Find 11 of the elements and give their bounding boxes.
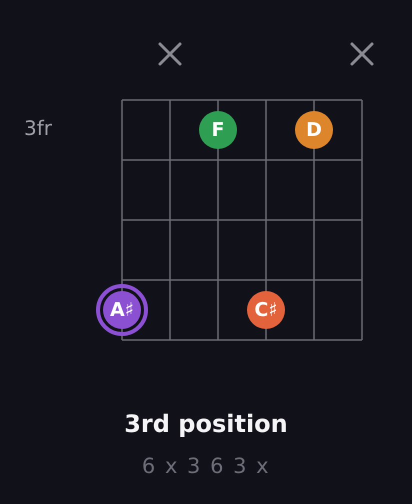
- note-name: F: [212, 120, 224, 140]
- fingering-caption: 6 x 3 6 3 x: [142, 454, 270, 478]
- note-name: A♯: [110, 300, 134, 320]
- note-name: D: [306, 120, 322, 140]
- finger-dot: [247, 291, 285, 329]
- chord-title: 3rd position: [124, 410, 288, 438]
- finger-dot: [199, 111, 237, 149]
- finger-dot: [295, 111, 333, 149]
- fret-number: 3fr: [24, 118, 52, 138]
- note-name: C♯: [254, 300, 278, 320]
- root-note-dot: [96, 284, 148, 336]
